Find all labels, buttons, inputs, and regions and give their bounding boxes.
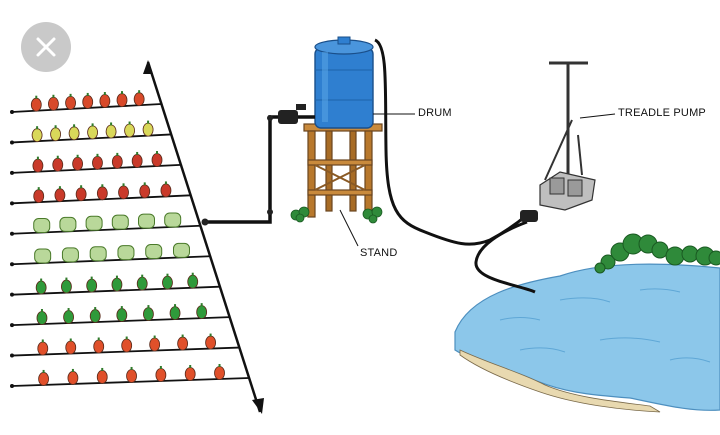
crop-plant xyxy=(93,339,105,354)
treadle-pump xyxy=(520,61,596,222)
crop-plant xyxy=(151,153,163,167)
cabbage-plant xyxy=(137,213,155,229)
crop-plant xyxy=(196,305,208,320)
cabbage-plant xyxy=(34,248,52,264)
delivery-hose xyxy=(374,38,528,246)
crop-plant xyxy=(63,310,74,324)
crop-plant xyxy=(38,372,49,386)
crop-plant xyxy=(111,277,123,292)
stand xyxy=(303,123,383,218)
crop-plant xyxy=(72,156,84,171)
crop-plant xyxy=(155,368,167,382)
manifold-arrow-top xyxy=(143,60,153,74)
crop-plant xyxy=(184,367,196,381)
crop-plant xyxy=(214,366,225,380)
crop-plant xyxy=(160,183,172,198)
drip-field xyxy=(10,60,264,414)
crop-plant xyxy=(92,155,103,170)
crop-plant xyxy=(99,94,111,108)
cabbage-plant xyxy=(164,212,182,228)
crop-plant xyxy=(96,186,108,201)
crop-plant xyxy=(52,157,64,172)
crop-plant xyxy=(131,154,143,168)
crop-plant xyxy=(177,336,189,351)
grass-tufts xyxy=(290,206,383,224)
crop-plant xyxy=(48,96,59,111)
crop-plant xyxy=(87,125,98,140)
valve xyxy=(201,104,306,226)
crop-plant xyxy=(31,128,43,143)
crop-plant xyxy=(86,278,98,293)
cabbage-plant xyxy=(111,214,129,230)
crop-plant xyxy=(89,309,101,323)
lateral-end-cap xyxy=(10,110,14,114)
crop-plant xyxy=(32,158,44,173)
drum-label: DRUM xyxy=(418,107,452,119)
cabbage-plant xyxy=(89,246,107,262)
cabbage-plant xyxy=(59,216,77,232)
lateral-end-cap xyxy=(10,170,14,175)
cabbage-plant xyxy=(61,247,79,263)
treadle-pump-label: TREADLE PUMP xyxy=(618,107,706,119)
bushes xyxy=(594,233,720,274)
crop-plant xyxy=(75,187,87,202)
crop-plant xyxy=(116,93,128,108)
cabbage-plant xyxy=(33,218,51,234)
crop-plant xyxy=(139,184,151,199)
lateral-end-cap xyxy=(10,262,14,267)
manifold-arrow-bottom xyxy=(252,398,264,414)
close-button[interactable] xyxy=(21,22,71,72)
crop-plant xyxy=(162,275,173,290)
crop-plant xyxy=(169,306,181,321)
crop-plant xyxy=(50,127,61,142)
crop-plant xyxy=(105,124,117,139)
lateral-end-cap xyxy=(10,353,14,358)
crop-plant xyxy=(149,337,161,352)
lateral-end-cap xyxy=(10,323,14,328)
crop-plant xyxy=(111,155,123,169)
crop-plant xyxy=(96,370,108,384)
crop-plant xyxy=(143,307,154,321)
crop-plant xyxy=(205,335,216,350)
crop-plant xyxy=(82,95,94,109)
crop-plant xyxy=(35,280,47,295)
lateral-end-cap xyxy=(10,140,14,145)
pond xyxy=(454,263,720,413)
crop-plant xyxy=(126,369,137,383)
drum xyxy=(314,36,374,129)
lateral-end-cap xyxy=(10,231,14,236)
cabbage-plant xyxy=(117,245,135,261)
crop-plant xyxy=(33,189,45,204)
cabbage-plant xyxy=(172,242,190,258)
cabbage-plant xyxy=(85,215,103,231)
lateral-end-cap xyxy=(10,384,14,388)
lateral-end-cap xyxy=(10,292,14,297)
stand-label: STAND xyxy=(360,247,398,259)
crop-plant xyxy=(61,279,72,294)
cabbage-plant xyxy=(145,244,163,260)
crop-plant xyxy=(54,188,66,203)
crop-plant xyxy=(142,122,154,137)
close-icon xyxy=(36,37,56,57)
crop-plant xyxy=(36,311,48,325)
crop-plant xyxy=(65,95,76,110)
suction-hose xyxy=(474,220,536,294)
crop-plant xyxy=(65,340,77,355)
crop-plant xyxy=(37,341,49,356)
crop-plant xyxy=(136,276,148,291)
lateral-end-cap xyxy=(10,201,14,206)
main-pipe xyxy=(205,115,315,224)
crop-plant xyxy=(68,126,80,141)
crop-plant xyxy=(187,274,199,289)
crop-plant xyxy=(118,185,129,200)
crop-plant xyxy=(116,308,128,322)
crop-plant xyxy=(30,97,42,112)
leader-lines xyxy=(339,113,616,247)
crop-plant xyxy=(121,338,133,353)
manifold-pipe xyxy=(146,61,262,413)
crop-plant xyxy=(67,371,79,385)
crop-plant xyxy=(124,123,135,138)
crop-plant xyxy=(133,92,145,107)
